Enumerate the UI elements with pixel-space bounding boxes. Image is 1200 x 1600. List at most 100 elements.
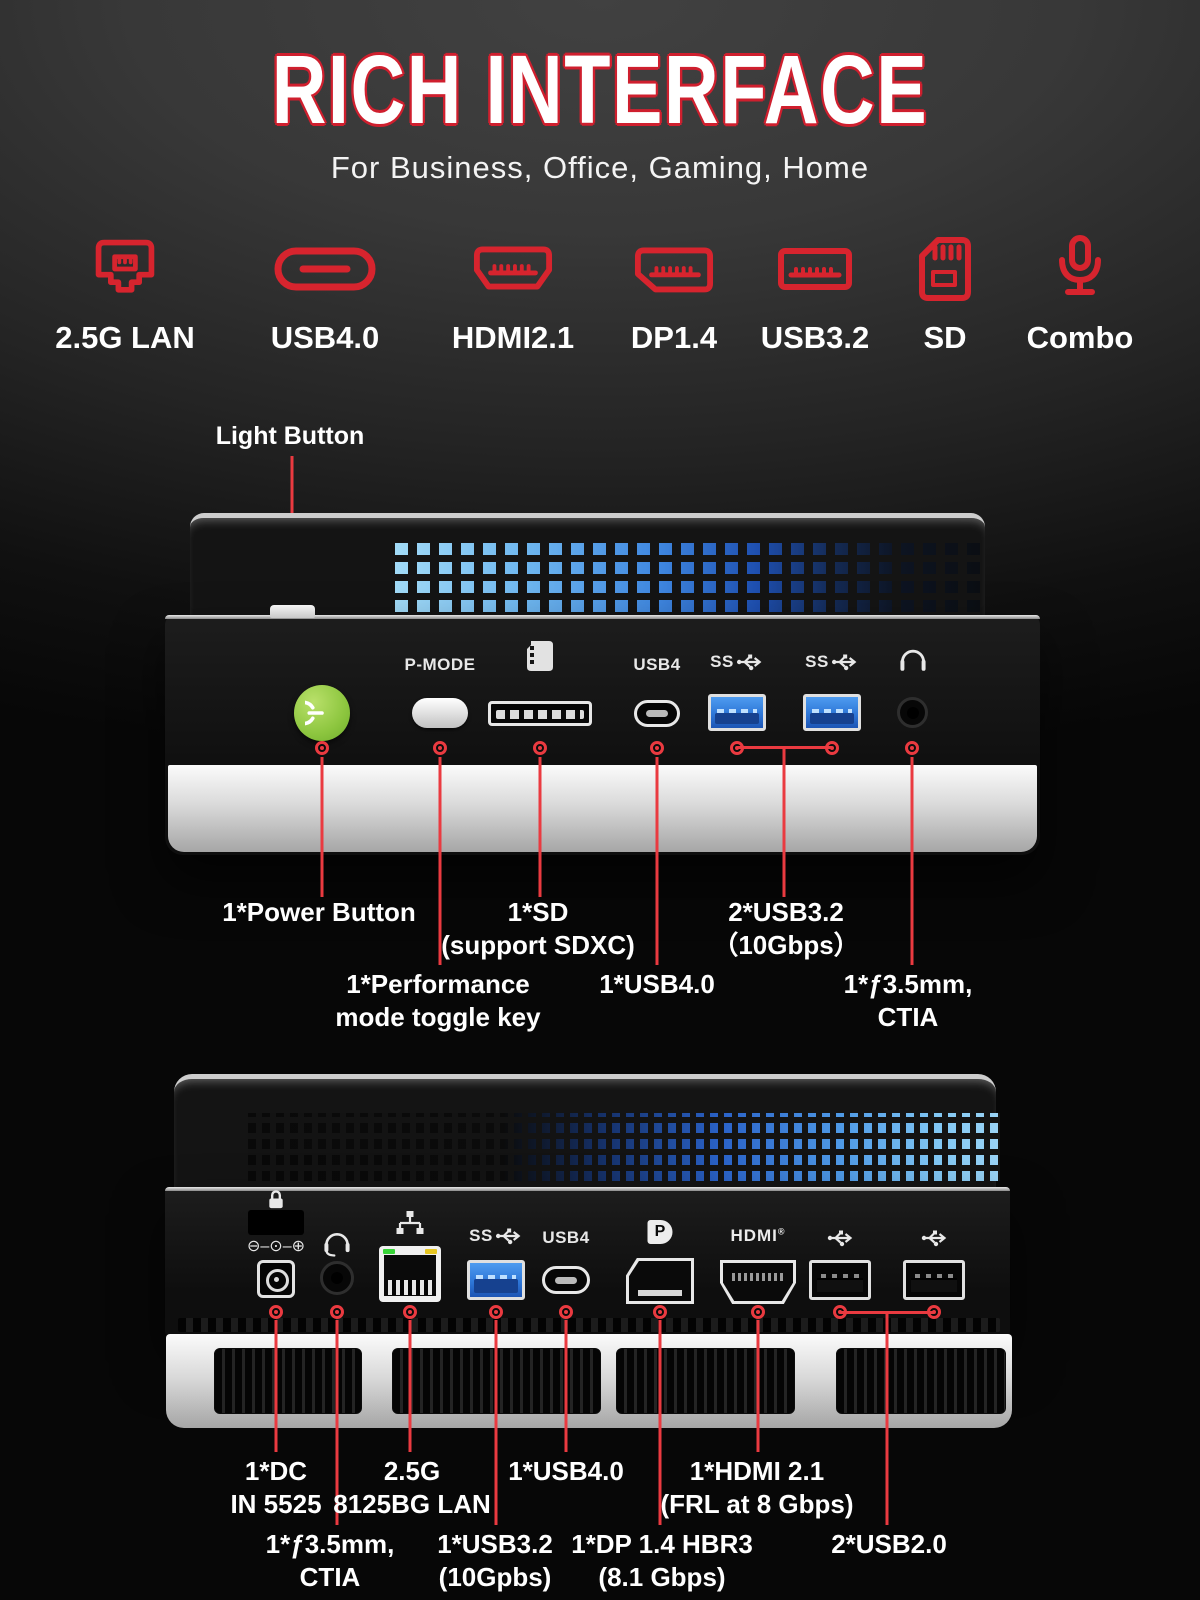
interface-item-usb32: USB3.2 — [720, 230, 910, 356]
callout-line — [655, 757, 659, 965]
microphone-icon — [985, 230, 1175, 308]
annotation-marker — [653, 1305, 667, 1319]
interface-item-label: USB3.2 — [760, 320, 870, 355]
annotation-sd: 1*SD (support SDXC) — [441, 896, 635, 962]
interface-item-dp: DP1.4 — [579, 230, 769, 356]
page-subtitle: For Business, Office, Gaming, Home — [330, 150, 870, 185]
hdmi-port — [720, 1260, 796, 1304]
sd-card-icon — [850, 230, 1040, 308]
audio-jack — [897, 697, 928, 728]
annotation-marker — [533, 741, 547, 755]
annotation-line: CTIA — [299, 1562, 361, 1592]
usb2-port — [809, 1260, 871, 1300]
headphone-icon — [898, 647, 928, 678]
ss-text: SS — [710, 652, 734, 671]
annotation-marker — [269, 1305, 283, 1319]
interface-item-label: Combo — [1026, 320, 1134, 355]
annotation-line: CTIA — [877, 1002, 939, 1032]
device-rear-view: ⊖–⊙–⊕ SS USB4 P HDMI® — [160, 1070, 1020, 1430]
sd-card-slot — [488, 701, 592, 726]
kensington-slot — [248, 1210, 304, 1235]
interface-item-combo: Combo — [985, 230, 1175, 356]
callout-line — [782, 748, 786, 897]
annotation-usb4: 1*USB4.0 — [599, 968, 715, 1001]
displayport-port — [626, 1258, 694, 1304]
pmode-port-label: P-MODE — [404, 655, 476, 674]
ss-text: SS — [469, 1226, 493, 1245]
dc-in-port — [257, 1260, 295, 1298]
interface-item-label: HDMI2.1 — [451, 320, 575, 355]
annotation-usb32: 1*USB3.2 (10Gpbs) — [437, 1528, 553, 1594]
usb3-port — [708, 694, 766, 731]
displayport-logo: P — [647, 1220, 673, 1244]
callout-line — [438, 757, 442, 965]
annotation-lan: 2.5G 8125BG LAN — [333, 1455, 491, 1521]
annotation-usb2: 2*USB2.0 — [831, 1528, 947, 1561]
annotation-audio: 1*ƒ3.5mm, CTIA — [844, 968, 973, 1034]
interface-item-label: DP1.4 — [630, 320, 718, 355]
usb3-port — [467, 1260, 525, 1300]
sd-card-icon — [527, 641, 553, 676]
annotation-line: 1*Power Button — [222, 897, 416, 927]
page-title: RICH INTERFACE — [271, 35, 929, 144]
annotation-line: 1*USB3.2 — [437, 1529, 553, 1559]
annotation-usb32: 2*USB3.2 （10Gbps） — [712, 896, 859, 962]
power-icon — [305, 700, 324, 726]
hdmi-text: HDMI — [730, 1226, 778, 1245]
callout-line — [494, 1320, 498, 1525]
device-front-view: P-MODE USB4 SS SS — [165, 505, 1040, 855]
usb-ss-label: SS — [805, 652, 859, 672]
annotation-line: 1*USB4.0 — [508, 1456, 624, 1486]
callout-line — [910, 757, 914, 965]
interface-item-label: SD — [923, 320, 967, 355]
usb-trident-icon — [495, 1228, 521, 1245]
usb-ss-label: SS — [710, 652, 764, 672]
annotation-marker — [650, 741, 664, 755]
annotation-line: (FRL at 8 Gbps) — [660, 1489, 854, 1519]
annotation-line: 1*ƒ3.5mm, — [843, 969, 973, 999]
usb2-port — [903, 1260, 965, 1300]
annotation-pmode: 1*Performance mode toggle key — [335, 968, 540, 1034]
light-button-callout: Light Button — [215, 422, 365, 450]
ss-text: SS — [805, 652, 829, 671]
usb-trident-icon — [920, 1228, 950, 1253]
annotation-line: 1*HDMI 2.1 — [689, 1456, 825, 1486]
vent-led-matrix — [248, 1113, 1000, 1181]
callout-line — [408, 1320, 412, 1452]
annotation-marker — [489, 1305, 503, 1319]
power-button — [294, 685, 350, 741]
callout-line — [335, 1320, 339, 1525]
headset-icon — [322, 1230, 352, 1263]
lan-icon — [30, 230, 220, 308]
light-button — [270, 605, 315, 618]
annotation-marker — [433, 741, 447, 755]
annotation-line: (support SDXC) — [441, 930, 635, 960]
ethernet-port — [379, 1246, 441, 1302]
lan-led-green — [383, 1249, 395, 1254]
callout-line — [538, 757, 542, 897]
usb4-type-c-port — [634, 700, 680, 727]
annotation-line: 1*SD — [507, 897, 569, 927]
callout-line — [274, 1320, 278, 1452]
interface-item-lan: 2.5G LAN — [30, 230, 220, 356]
device-top-lid — [190, 513, 985, 617]
device-silver-base — [168, 765, 1037, 852]
callout-line — [564, 1320, 568, 1452]
interface-item-hdmi: HDMI2.1 — [418, 230, 608, 356]
annotation-line: 1*Performance — [346, 969, 530, 999]
annotation-audio: 1*ƒ3.5mm, CTIA — [266, 1528, 395, 1594]
usb-a-icon — [720, 230, 910, 308]
pmode-button — [412, 698, 468, 728]
callout-line — [320, 757, 324, 897]
annotation-line: 1*DC — [244, 1456, 308, 1486]
annotation-line: 2*USB3.2 — [728, 897, 844, 927]
annotation-line: mode toggle key — [335, 1002, 541, 1032]
lock-icon — [266, 1189, 286, 1215]
callout-line — [658, 1320, 662, 1525]
annotation-line: 1*ƒ3.5mm, — [265, 1529, 395, 1559]
audio-jack — [320, 1261, 354, 1295]
device-top-lid — [174, 1074, 1000, 1187]
hdmi-logo: HDMI® — [730, 1226, 785, 1246]
hdmi-icon — [418, 230, 608, 308]
dc-polarity-label: ⊖–⊙–⊕ — [246, 1238, 306, 1255]
